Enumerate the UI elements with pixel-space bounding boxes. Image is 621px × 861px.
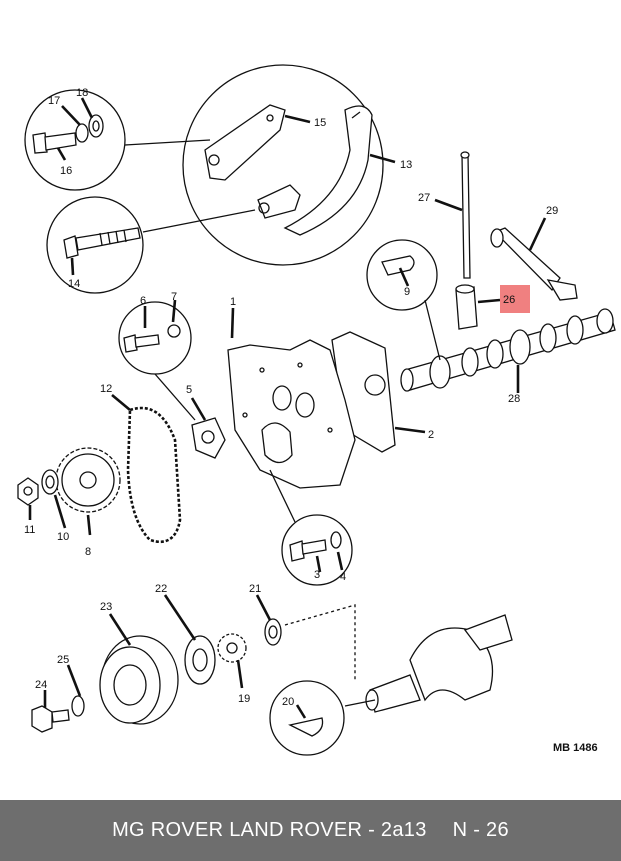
callout-14: 14: [68, 278, 80, 290]
crank-bolt: [31, 705, 70, 733]
callout-19: 19: [238, 693, 250, 705]
oil-seal: [184, 635, 216, 685]
drive-gear: [490, 227, 578, 301]
footer-bar: MG ROVER LAND ROVER - 2a13 N - 26: [0, 800, 621, 861]
callout-18: 18: [76, 87, 88, 99]
washer: [41, 469, 59, 495]
callout-21: 21: [249, 583, 261, 595]
callout-17: 17: [48, 95, 60, 107]
callout-26: 26: [503, 294, 515, 306]
callout-20: 20: [282, 696, 294, 708]
callout-labels: 1 2 3 4 5 6 7 8 9 10 11 12 13 14 15 16 1…: [24, 87, 558, 708]
callout-9: 9: [404, 286, 410, 298]
leader-lines: [28, 97, 547, 719]
callout-13: 13: [400, 159, 412, 171]
callout-10: 10: [57, 531, 69, 543]
key-detail-circle-lower: [269, 680, 376, 756]
crank-sprocket: [217, 633, 247, 663]
key-detail-circle: [366, 239, 441, 361]
tensioner-detail-circle: [182, 64, 384, 266]
callout-27: 27: [418, 192, 430, 204]
callout-11: 11: [24, 524, 35, 536]
callout-2: 2: [428, 429, 434, 441]
sprocket: [55, 447, 121, 513]
crankshaft: [365, 614, 513, 713]
callout-5: 5: [186, 384, 192, 396]
tappet: [455, 284, 478, 330]
callout-16: 16: [60, 165, 72, 177]
callout-7: 7: [171, 291, 177, 303]
pushrod: [460, 151, 471, 279]
callout-29: 29: [546, 205, 558, 217]
callout-1: 1: [230, 296, 236, 308]
bolt-washer-detail-circle: [24, 89, 211, 191]
drawing-reference: MB 1486: [553, 742, 598, 754]
exploded-parts-diagram: 1 2 3 4 5 6 7 8 9 10 11 12 13 14 15 16 1…: [17, 64, 616, 756]
crank-pulley: [99, 635, 179, 725]
callout-23: 23: [100, 601, 112, 613]
timing-chain: [126, 406, 182, 544]
gasket-small: [191, 417, 226, 459]
callout-3: 3: [314, 569, 320, 581]
front-plate: [227, 339, 356, 489]
crank-washer: [71, 695, 85, 717]
camshaft: [400, 308, 616, 392]
callout-22: 22: [155, 583, 167, 595]
callout-15: 15: [314, 117, 326, 129]
bolt-washer-circle-upper: [118, 301, 196, 421]
callout-8: 8: [85, 546, 91, 558]
callout-25: 25: [57, 654, 69, 666]
spacer: [264, 618, 282, 646]
callout-6: 6: [140, 295, 146, 307]
nut: [17, 477, 39, 506]
callout-12: 12: [100, 383, 112, 395]
callout-24: 24: [35, 679, 47, 691]
highlight-box: [500, 285, 530, 313]
bolt-washer-circle-lower: [269, 469, 353, 586]
callout-4: 4: [340, 571, 346, 583]
long-bolt-detail-circle: [46, 196, 256, 294]
callout-28: 28: [508, 393, 520, 405]
footer-brand: MG ROVER LAND ROVER - 2a13: [112, 819, 427, 841]
footer-part-number: N - 26: [452, 819, 509, 841]
